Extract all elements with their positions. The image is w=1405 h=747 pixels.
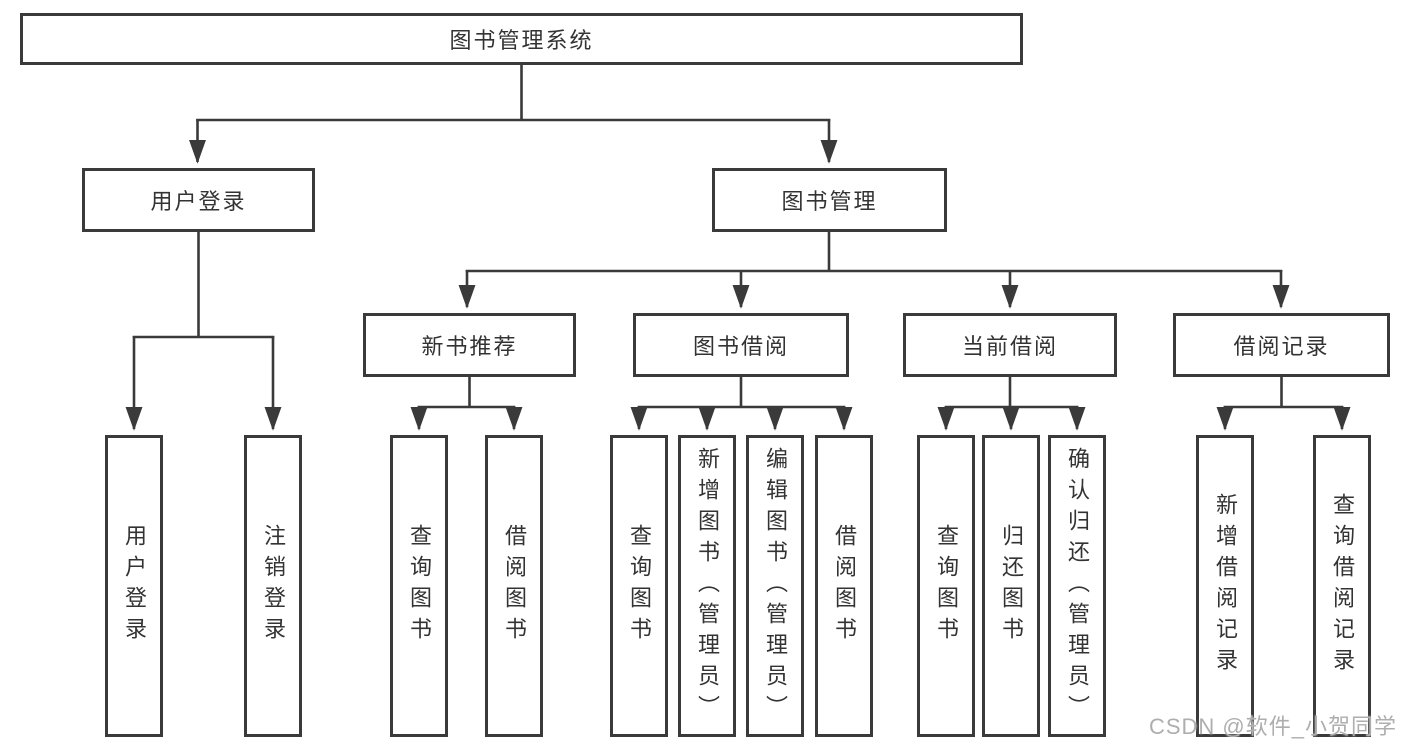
node-leaf-confirm-return-admin: 确认归还（管理员）	[1048, 435, 1106, 737]
node-root-label: 图书管理系统	[449, 28, 594, 53]
node-leaf-query-borrow-record-label: 查询借阅记录	[1330, 493, 1355, 679]
node-leaf-user-login: 用户登录	[105, 435, 163, 737]
node-leaf-reco-query-books-label: 查询图书	[407, 524, 432, 648]
node-book-borrow-label: 图书借阅	[692, 334, 789, 359]
node-user-login: 用户登录	[82, 168, 315, 232]
node-leaf-current-query-books: 查询图书	[917, 435, 975, 737]
node-leaf-add-books-admin: 新增图书（管理员）	[678, 435, 736, 737]
node-new-book-reco-label: 新书推荐	[421, 334, 518, 359]
node-book-mgmt-label: 图书管理	[781, 189, 878, 214]
node-user-login-label: 用户登录	[150, 189, 247, 214]
connector-root-rail	[196, 64, 831, 122]
connector-book-borrow-rail	[637, 376, 846, 409]
node-leaf-borrow-query-books-label: 查询图书	[627, 524, 652, 648]
node-leaf-borrow-books-label: 借阅图书	[832, 524, 857, 648]
node-leaf-current-query-books-label: 查询图书	[934, 524, 959, 648]
node-book-mgmt: 图书管理	[712, 168, 947, 232]
node-leaf-reco-borrow-books: 借阅图书	[485, 435, 543, 737]
connector-user-login-rail	[132, 231, 275, 339]
node-root: 图书管理系统	[20, 13, 1023, 65]
node-leaf-add-borrow-record: 新增借阅记录	[1196, 435, 1254, 737]
node-leaf-confirm-return-admin-label: 确认归还（管理员）	[1065, 446, 1090, 726]
node-leaf-edit-books-admin: 编辑图书（管理员）	[746, 435, 804, 737]
node-leaf-return-books: 归还图书	[982, 435, 1040, 737]
node-current-borrow-label: 当前借阅	[961, 334, 1058, 359]
node-leaf-logout-label: 注销登录	[261, 524, 286, 648]
connector-new-book-reco-rail	[417, 376, 516, 409]
connector-book-mgmt-rail	[465, 231, 1283, 273]
csdn-watermark: CSDN @软件_小贺同学	[1148, 714, 1397, 739]
node-leaf-borrow-query-books: 查询图书	[610, 435, 668, 737]
node-leaf-reco-borrow-books-label: 借阅图书	[502, 524, 527, 648]
node-leaf-edit-books-admin-label: 编辑图书（管理员）	[763, 446, 788, 726]
node-new-book-reco: 新书推荐	[363, 313, 576, 377]
node-leaf-add-books-admin-label: 新增图书（管理员）	[695, 446, 720, 726]
node-book-borrow: 图书借阅	[633, 313, 849, 377]
node-leaf-add-borrow-record-label: 新增借阅记录	[1213, 493, 1238, 679]
connector-borrow-records-rail	[1223, 376, 1344, 409]
node-leaf-return-books-label: 归还图书	[999, 524, 1024, 648]
node-leaf-user-login-label: 用户登录	[122, 524, 147, 648]
node-leaf-reco-query-books: 查询图书	[390, 435, 448, 737]
node-leaf-logout: 注销登录	[244, 435, 302, 737]
node-borrow-records-label: 借阅记录	[1233, 334, 1330, 359]
node-current-borrow: 当前借阅	[903, 313, 1117, 377]
node-leaf-borrow-books: 借阅图书	[815, 435, 873, 737]
node-leaf-query-borrow-record: 查询借阅记录	[1313, 435, 1371, 737]
node-borrow-records: 借阅记录	[1173, 313, 1390, 377]
connector-current-borrow-rail	[944, 376, 1079, 409]
